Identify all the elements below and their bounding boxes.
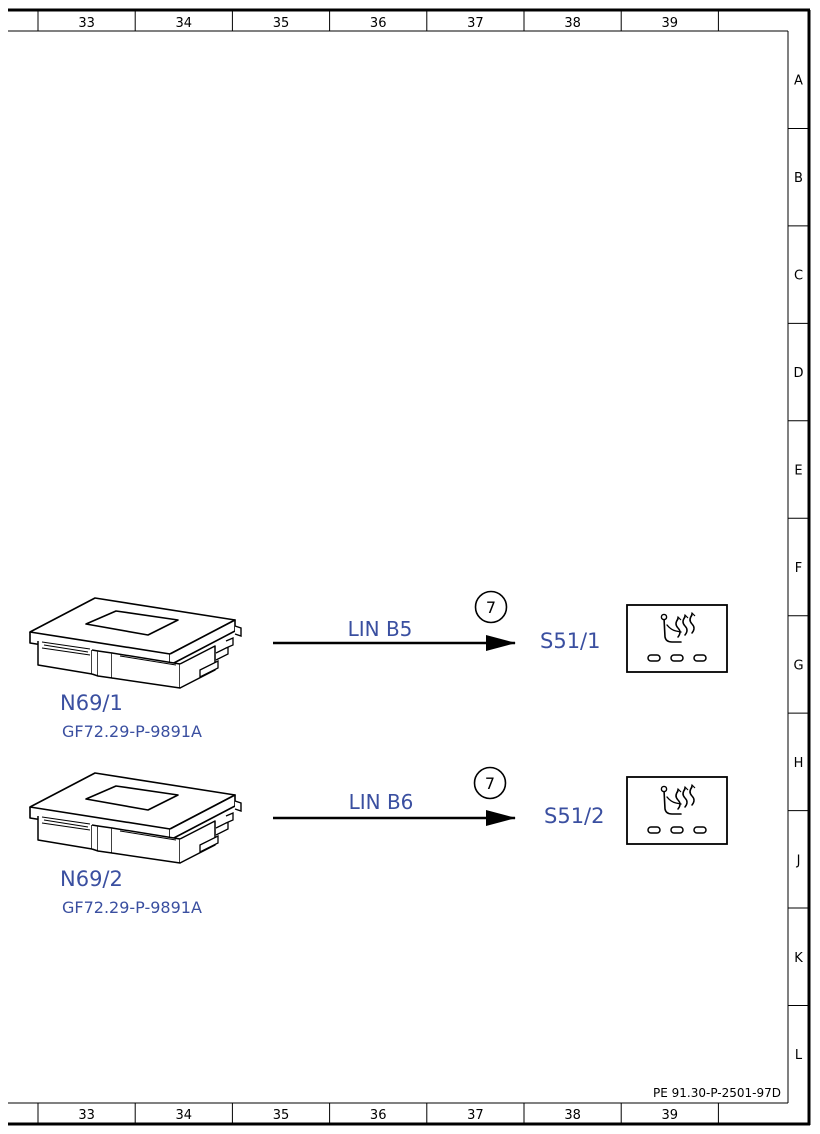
- component-code-n69-1: N69/1: [60, 691, 123, 715]
- column-label-bottom-39: 39: [662, 1108, 679, 1123]
- control-unit-n69-2: [29, 772, 242, 864]
- component-code-s51-1: S51/1: [540, 629, 601, 653]
- row-label-D: D: [793, 366, 803, 381]
- column-label-top-34: 34: [176, 16, 193, 31]
- row-label-K: K: [794, 951, 803, 966]
- row-label-C: C: [794, 269, 803, 284]
- drawing-frame: [8, 8, 811, 1126]
- row-label-L: L: [795, 1048, 803, 1063]
- column-label-bottom-38: 38: [564, 1108, 581, 1123]
- seat-heating-icon: [626, 604, 728, 673]
- bus-label-lin-b5: LIN B5: [348, 617, 413, 641]
- column-label-top-35: 35: [273, 16, 290, 31]
- row-label-E: E: [794, 464, 802, 479]
- row-label-F: F: [795, 561, 802, 576]
- column-ruler-top: 33 34 35 36 37 38 39: [37, 10, 719, 31]
- connection-lin-b5: N69/1 GF72.29-P-9891A LIN B5 7 S51/1: [29, 590, 728, 741]
- row-label-G: G: [793, 658, 803, 673]
- reference-marker-circle: [473, 766, 507, 800]
- column-label-top-38: 38: [564, 16, 581, 31]
- row-label-J: J: [796, 853, 801, 868]
- column-label-top-33: 33: [78, 16, 95, 31]
- bus-label-lin-b6: LIN B6: [349, 790, 414, 814]
- reference-marker-number: 7: [485, 774, 495, 793]
- seat-heating-icon: [626, 776, 728, 845]
- reference-marker-circle: [474, 590, 508, 624]
- row-label-B: B: [794, 171, 803, 186]
- document-id: PE 91.30-P-2501-97D: [653, 1086, 781, 1100]
- column-label-bottom-33: 33: [78, 1108, 95, 1123]
- connection-lin-b6: N69/2 GF72.29-P-9891A LIN B6 7 S51/2: [29, 766, 728, 917]
- reference-document-n69-1: GF72.29-P-9891A: [62, 722, 202, 741]
- row-ruler: A B C D E F G H J K L: [788, 74, 809, 1063]
- column-label-bottom-37: 37: [467, 1108, 484, 1123]
- component-code-n69-2: N69/2: [60, 867, 123, 891]
- column-ruler-bottom: 33 34 35 36 37 38 39: [37, 1103, 719, 1124]
- column-label-top-37: 37: [467, 16, 484, 31]
- column-label-bottom-34: 34: [176, 1108, 193, 1123]
- reference-marker-number: 7: [486, 598, 496, 617]
- column-label-bottom-35: 35: [273, 1108, 290, 1123]
- reference-document-n69-2: GF72.29-P-9891A: [62, 898, 202, 917]
- row-label-H: H: [794, 756, 804, 771]
- column-label-top-36: 36: [370, 16, 387, 31]
- component-code-s51-2: S51/2: [544, 804, 605, 828]
- control-unit-n69-1: [29, 597, 242, 689]
- column-label-top-39: 39: [662, 16, 679, 31]
- row-label-A: A: [794, 74, 803, 89]
- column-label-bottom-36: 36: [370, 1108, 387, 1123]
